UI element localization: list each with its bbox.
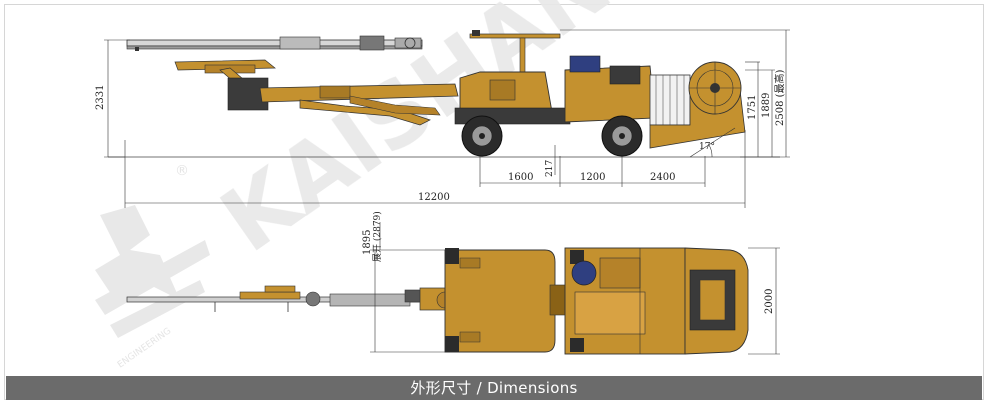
dim-sub-lengths xyxy=(479,145,706,187)
side-view: 2331 12200 1600 1200 2400 217 xyxy=(95,29,790,208)
chassis-front xyxy=(454,71,571,125)
watermark-registered: ® xyxy=(175,163,189,179)
dim-overall-length xyxy=(124,130,746,208)
dim-height-2331 xyxy=(104,39,130,158)
cable-reel xyxy=(688,61,742,115)
drill-feed-rail xyxy=(126,35,423,51)
rear-wheel xyxy=(601,115,643,157)
top-rear-body xyxy=(564,247,749,355)
dim-label-front-1600: 1600 xyxy=(508,172,533,183)
dim-label-1895: 1895 xyxy=(362,230,373,255)
dim-label-height-2331: 2331 xyxy=(95,85,106,110)
kaishan-logo-icon xyxy=(95,205,210,338)
dim-label-2000: 2000 xyxy=(764,289,775,314)
dim-top-widths xyxy=(370,222,780,355)
dim-right-heights xyxy=(560,29,790,158)
dim-label-2508: 2508 (最高) xyxy=(773,69,786,126)
dim-label-clearance-217: 217 xyxy=(545,160,555,177)
dim-label-overall-length: 12200 xyxy=(418,192,450,203)
dim-label-expanded-2879: 展开 (2879) xyxy=(372,211,383,262)
dim-departure-angle xyxy=(689,127,736,158)
dim-label-wheelbase-1200: 1200 xyxy=(580,172,605,183)
top-front-body xyxy=(444,248,569,353)
dim-label-rear-2400: 2400 xyxy=(650,172,675,183)
dim-label-1751: 1751 xyxy=(747,95,758,120)
boom-arm xyxy=(219,67,459,126)
front-wheel xyxy=(461,115,503,157)
caption-bar: 外形尺寸 / Dimensions xyxy=(6,376,982,400)
top-view: 1895 展开 (2879) 2000 xyxy=(126,211,780,355)
dim-label-angle: 17° xyxy=(699,142,715,152)
dim-label-1889: 1889 xyxy=(761,93,772,118)
